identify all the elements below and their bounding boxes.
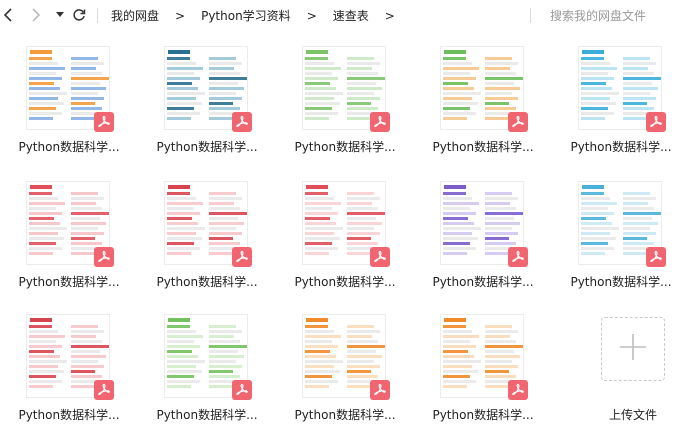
caret-down-icon	[56, 12, 64, 18]
history-dropdown-button[interactable]	[54, 4, 66, 26]
pdf-icon	[94, 112, 114, 132]
breadcrumb-item-root[interactable]: 我的网盘	[111, 9, 160, 23]
file-thumbnail	[440, 46, 524, 130]
upload-file-button[interactable]: 上传文件	[552, 308, 690, 428]
breadcrumb-separator: >	[384, 8, 395, 23]
file-name: Python数据科学...	[570, 140, 672, 154]
file-name: Python数据科学...	[432, 408, 534, 422]
breadcrumb-item-cheatsheet[interactable]: 速查表	[332, 9, 369, 23]
pdf-icon	[370, 380, 390, 400]
refresh-icon	[72, 8, 86, 22]
pdf-icon	[508, 112, 528, 132]
file-item[interactable]: Python数据科学...	[414, 40, 552, 160]
breadcrumb-separator: >	[306, 8, 317, 23]
file-item[interactable]: Python数据科学...	[138, 175, 276, 295]
file-name: Python数据科学...	[156, 140, 258, 154]
pdf-icon	[232, 247, 252, 267]
upload-dropzone[interactable]	[601, 317, 665, 381]
file-item[interactable]: Python数据科学...	[0, 308, 138, 428]
plus-icon	[618, 332, 648, 366]
file-thumbnail	[164, 46, 248, 130]
file-thumbnail	[578, 46, 662, 130]
pdf-icon	[94, 247, 114, 267]
file-item[interactable]: Python数据科学...	[276, 40, 414, 160]
file-name: Python数据科学...	[18, 140, 120, 154]
file-item[interactable]: Python数据科学...	[138, 308, 276, 428]
file-item[interactable]: Python数据科学...	[552, 175, 690, 295]
file-name: Python数据科学...	[156, 408, 258, 422]
refresh-button[interactable]	[70, 4, 88, 26]
search-input[interactable]: 搜索我的网盘文件	[550, 0, 646, 31]
file-thumbnail	[26, 314, 110, 398]
file-thumbnail	[26, 46, 110, 130]
file-name: Python数据科学...	[294, 140, 396, 154]
top-toolbar: 我的网盘 > Python学习资料 > 速查表 > 搜索我的网盘文件	[0, 0, 693, 31]
file-thumbnail	[302, 46, 386, 130]
file-thumbnail	[440, 181, 524, 265]
file-item[interactable]: Python数据科学...	[276, 175, 414, 295]
pdf-icon	[232, 112, 252, 132]
file-name: Python数据科学...	[570, 275, 672, 289]
file-item[interactable]: Python数据科学...	[552, 40, 690, 160]
pdf-icon	[508, 247, 528, 267]
file-name: Python数据科学...	[432, 140, 534, 154]
back-button[interactable]	[0, 4, 16, 26]
pdf-icon	[94, 380, 114, 400]
chevron-right-icon	[31, 8, 41, 22]
chevron-left-icon	[3, 8, 13, 22]
file-item[interactable]: Python数据科学...	[414, 308, 552, 428]
file-item[interactable]: Python数据科学...	[138, 40, 276, 160]
file-name: Python数据科学...	[432, 275, 534, 289]
forward-button[interactable]	[28, 4, 44, 26]
toolbar-divider	[97, 8, 98, 23]
breadcrumb-item-python[interactable]: Python学习资料	[201, 9, 291, 23]
pdf-icon	[370, 112, 390, 132]
file-item[interactable]: Python数据科学...	[0, 40, 138, 160]
file-name: Python数据科学...	[18, 408, 120, 422]
pdf-icon	[370, 247, 390, 267]
search-divider	[530, 8, 531, 23]
pdf-icon	[232, 380, 252, 400]
breadcrumb-separator: >	[175, 8, 186, 23]
file-name: Python数据科学...	[294, 275, 396, 289]
file-name: Python数据科学...	[156, 275, 258, 289]
file-name: Python数据科学...	[18, 275, 120, 289]
file-item[interactable]: Python数据科学...	[0, 175, 138, 295]
upload-label: 上传文件	[608, 408, 657, 422]
search-placeholder: 搜索我的网盘文件	[550, 9, 647, 23]
file-item[interactable]: Python数据科学...	[276, 308, 414, 428]
breadcrumb: 我的网盘 > Python学习资料 > 速查表 >	[111, 0, 411, 31]
pdf-icon	[508, 380, 528, 400]
pdf-icon	[646, 112, 666, 132]
file-name: Python数据科学...	[294, 408, 396, 422]
pdf-icon	[646, 247, 666, 267]
file-item[interactable]: Python数据科学...	[414, 175, 552, 295]
